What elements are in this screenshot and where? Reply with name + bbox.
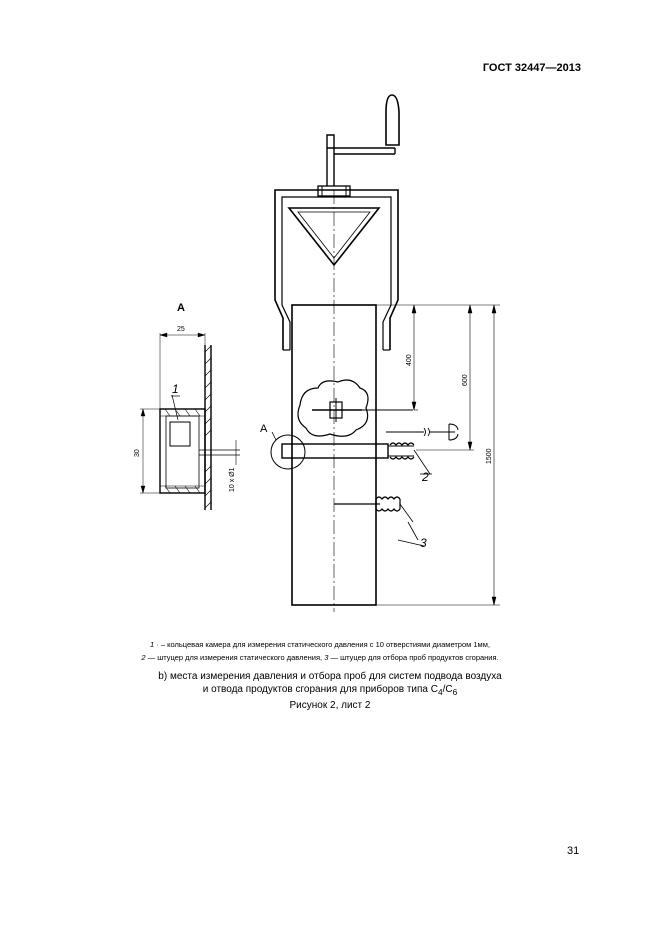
ring-chamber: [281, 443, 389, 459]
legend-text-2: — штуцер для измерения статического давл…: [147, 653, 323, 662]
crank-shaft: [326, 134, 335, 186]
legend-num-1: 1: [150, 640, 155, 649]
figure-label: Рисунок 2, лист 2: [289, 700, 371, 711]
caption-line-2-text: и отвода продуктов сгорания для приборов…: [202, 684, 438, 695]
legend-num-3: 3: [324, 653, 329, 662]
dim-1500-label: 1500: [486, 448, 493, 464]
dim-holes-label: 10 х Ø1: [229, 467, 236, 492]
callout-3: 3: [420, 536, 427, 550]
break-cloud: [297, 379, 369, 437]
manometer-fork: [445, 423, 459, 441]
fitting-2: [389, 442, 415, 460]
page-number: 31: [567, 845, 580, 857]
caption-sub-1: 4: [437, 687, 443, 697]
caption-slash: /С: [442, 684, 453, 695]
dim-width-label: 25: [177, 326, 185, 333]
cone: [287, 207, 381, 267]
detail-title: А: [177, 302, 185, 314]
wall-hatching: [204, 345, 212, 509]
legend-line-1: 1 · – кольцевая камера для измерения ста…: [80, 638, 560, 651]
caption-line-2: и отвода продуктов сгорания для приборов…: [100, 683, 560, 699]
callout-2: 2: [421, 470, 429, 484]
detail-a-callout-circle: [270, 434, 306, 470]
figure-legend: 1 · – кольцевая камера для измерения ста…: [80, 638, 560, 664]
legend-line-2: 2 — штуцер для измерения статического да…: [80, 651, 560, 664]
crank-handle: [385, 94, 400, 146]
callout-1: 1: [172, 382, 179, 396]
caption-line-1: b) места измерения давления и отбора про…: [158, 671, 502, 682]
legend-text-1: · – кольцевая камера для измерения стати…: [156, 640, 490, 649]
dim-400-label: 400: [406, 354, 413, 366]
fitting-3: [375, 496, 401, 512]
figure-caption: b) места измерения давления и отбора про…: [100, 670, 560, 699]
document-code: ГОСТ 32447—2013: [482, 62, 581, 74]
technical-drawing: А А 25 30 10 х Ø1 400 600 1500 1 2 3: [134, 94, 500, 612]
caption-sub-2: 6: [452, 687, 458, 697]
dim-600-label: 600: [462, 374, 469, 386]
legend-num-2: 2: [141, 653, 146, 662]
dim-height-label: 30: [134, 449, 141, 457]
hood-frame: [274, 189, 399, 350]
detail-callout-label: А: [260, 423, 268, 435]
legend-text-3: — штуцер для отбора проб продуктов сгора…: [330, 653, 499, 662]
